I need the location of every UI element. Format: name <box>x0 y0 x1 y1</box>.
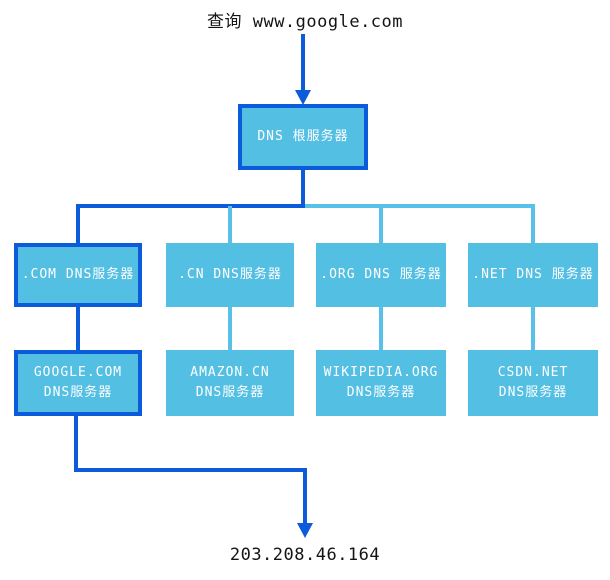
connector-rail-to-org <box>379 206 383 245</box>
connector-rail-to-cn <box>228 206 232 245</box>
node-label-line1: AMAZON.CN <box>190 365 270 380</box>
connector-net-to-csdn <box>531 307 535 353</box>
node-tld-cn: .CN DNS服务器 <box>166 243 294 307</box>
node-tld-com: .COM DNS服务器 <box>14 243 142 307</box>
node-label-line2: DNS服务器 <box>43 385 113 400</box>
rail-dark-segment <box>76 204 305 208</box>
node-tld-org: .ORG DNS 服务器 <box>316 243 446 307</box>
connector-cn-to-amazon <box>228 307 232 353</box>
query-arrow-line <box>301 34 305 92</box>
node-auth-csdn: CSDN.NET DNS服务器 <box>468 350 598 416</box>
node-label-line2: DNS服务器 <box>498 385 568 400</box>
connector-rail-to-com <box>76 204 80 244</box>
node-label-line1: CSDN.NET <box>497 365 569 380</box>
node-label-line2: DNS服务器 <box>346 385 416 400</box>
node-label-line1: GOOGLE.COM <box>33 365 123 380</box>
result-path-vertical-left <box>74 416 78 472</box>
rail-light-segment <box>305 204 535 208</box>
connector-rail-to-net <box>531 206 535 245</box>
node-label: .CN DNS服务器 <box>178 267 282 282</box>
node-dns-root-server: DNS 根服务器 <box>238 104 368 170</box>
resolved-ip-label: 203.208.46.164 <box>229 545 381 565</box>
connector-org-to-wikipedia <box>379 307 383 353</box>
result-arrow-head-icon <box>297 523 313 538</box>
node-auth-wikipedia: WIKIPEDIA.ORG DNS服务器 <box>316 350 446 416</box>
result-path-vertical-right <box>303 468 307 524</box>
connector-root-to-rail <box>301 170 305 208</box>
result-path-horizontal <box>74 468 307 472</box>
node-tld-net: .NET DNS 服务器 <box>468 243 598 307</box>
node-auth-google: GOOGLE.COM DNS服务器 <box>14 350 142 416</box>
query-arrow-head-icon <box>295 90 311 105</box>
node-label-line1: WIKIPEDIA.ORG <box>323 365 439 380</box>
node-label: .NET DNS 服务器 <box>472 267 594 282</box>
node-auth-amazon: AMAZON.CN DNS服务器 <box>166 350 294 416</box>
node-label: .ORG DNS 服务器 <box>320 267 442 282</box>
node-label: .COM DNS服务器 <box>21 267 135 282</box>
node-label: DNS 根服务器 <box>257 129 349 144</box>
node-label-line2: DNS服务器 <box>195 385 265 400</box>
query-label: 查询 www.google.com <box>206 12 404 32</box>
connector-com-to-google <box>76 306 80 352</box>
